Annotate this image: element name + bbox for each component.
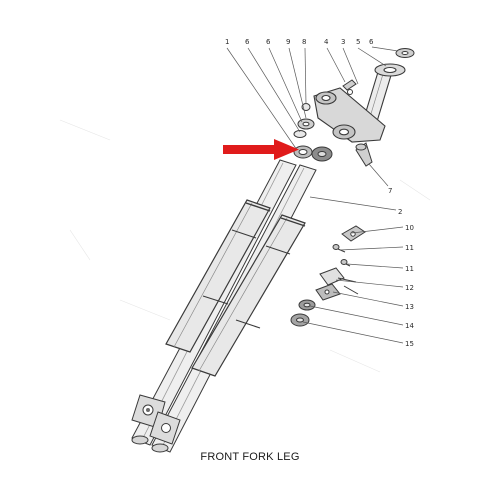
part-4-bolt — [342, 79, 357, 91]
part-12-bracket — [319, 267, 345, 286]
callout-12: 12 — [405, 284, 414, 292]
diagram-caption: FRONT FORK LEG — [200, 451, 300, 463]
part-6-washer — [293, 130, 307, 138]
right-lower-slider — [191, 214, 306, 377]
callout-11b: 11 — [405, 265, 414, 273]
callout-9: 9 — [286, 38, 290, 46]
fork-legs-assembly — [131, 159, 317, 453]
triple-clamp — [313, 63, 406, 143]
callout-13: 13 — [405, 303, 414, 311]
callout-10: 10 — [405, 224, 414, 232]
right-small-parts — [290, 225, 366, 327]
top-small-parts — [293, 48, 415, 167]
red-arrow — [223, 139, 299, 160]
callout-6c: 6 — [369, 38, 374, 46]
callout-6b: 6 — [266, 38, 271, 46]
callout-15: 15 — [405, 340, 414, 348]
callout-labels: 1 6 6 9 8 4 3 5 6 7 2 10 11 11 12 13 14 … — [225, 38, 414, 348]
callout-7: 7 — [388, 187, 392, 195]
callout-6: 6 — [245, 38, 250, 46]
callout-3: 3 — [341, 38, 345, 46]
paper-texture — [59, 119, 431, 373]
callout-8: 8 — [302, 38, 306, 46]
callout-14: 14 — [405, 322, 414, 330]
callout-4: 4 — [324, 38, 329, 46]
callout-1: 1 — [225, 38, 229, 46]
part-11-screw-b — [340, 259, 348, 265]
leader-lines — [226, 46, 404, 344]
callout-2: 2 — [398, 208, 402, 216]
part-11-screw-a — [332, 244, 340, 250]
callout-5: 5 — [356, 38, 360, 46]
callout-11a: 11 — [405, 244, 414, 252]
